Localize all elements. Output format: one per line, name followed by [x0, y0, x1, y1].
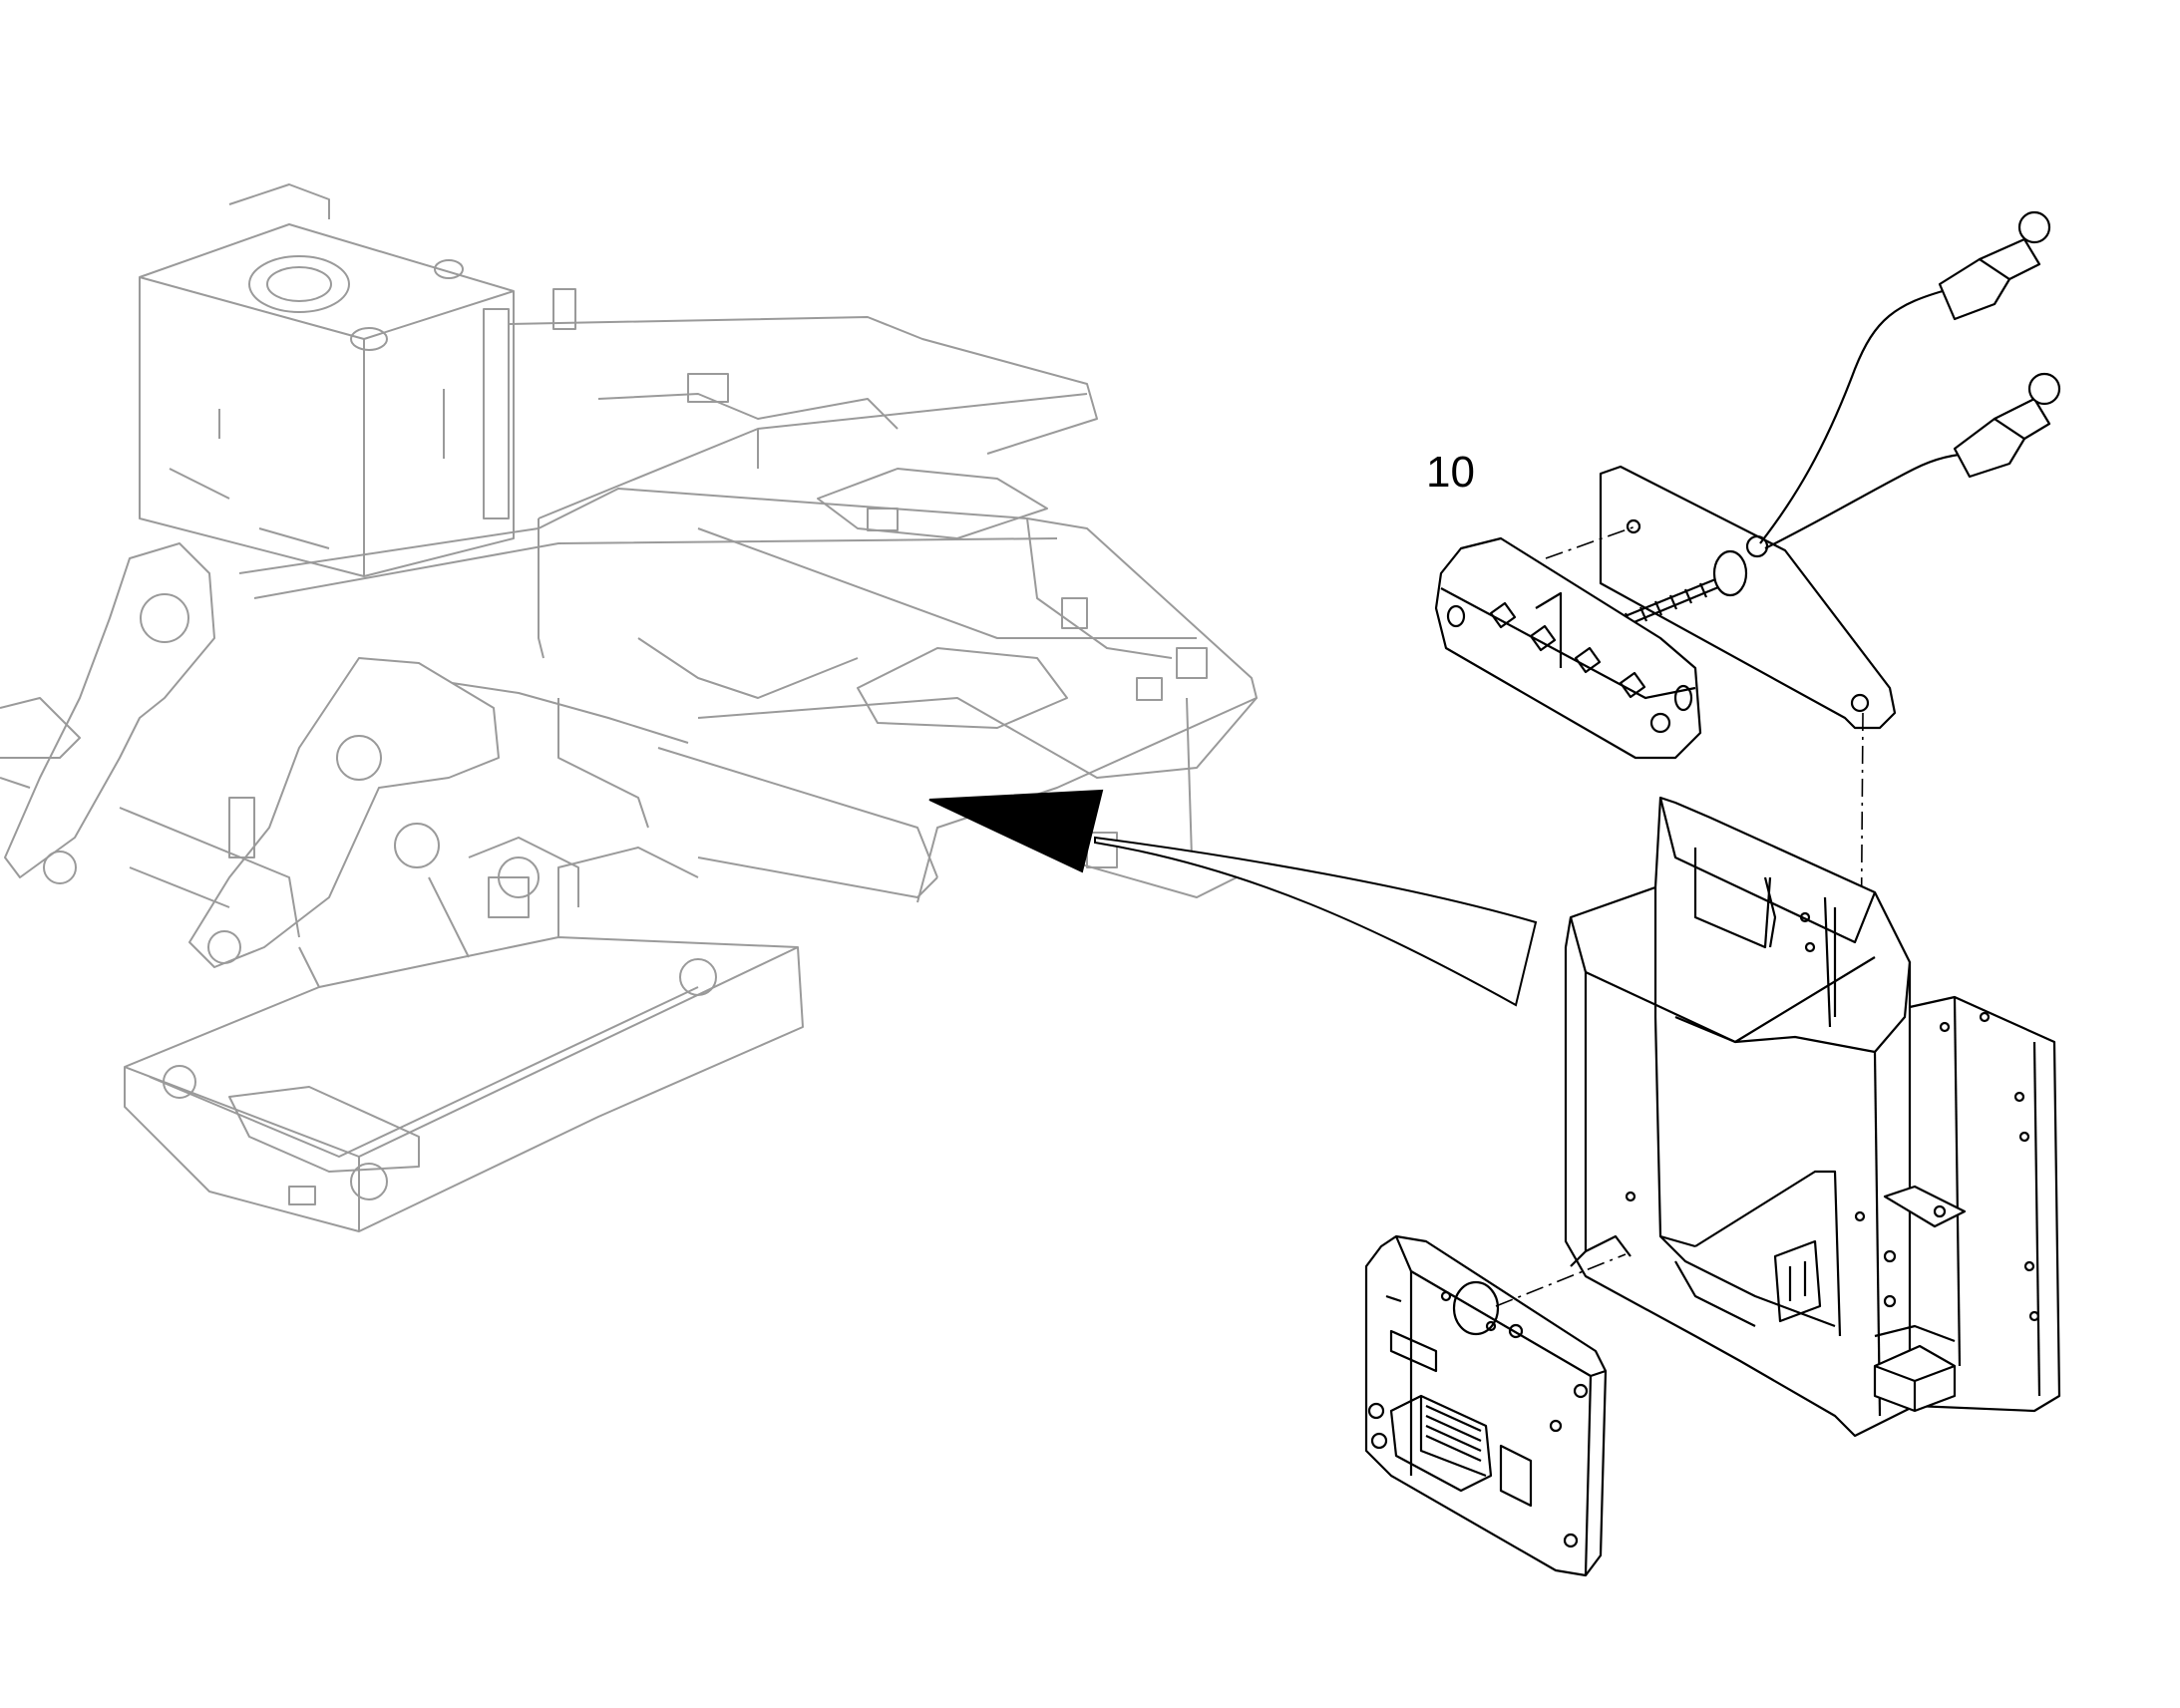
- connector-1: [1938, 210, 2051, 321]
- tank: [139, 183, 515, 577]
- callout-item-10: 10: [1426, 448, 1475, 497]
- connector-2: [1953, 372, 2061, 479]
- lower-chassis: [124, 837, 804, 1232]
- boom-brackets: [0, 542, 500, 968]
